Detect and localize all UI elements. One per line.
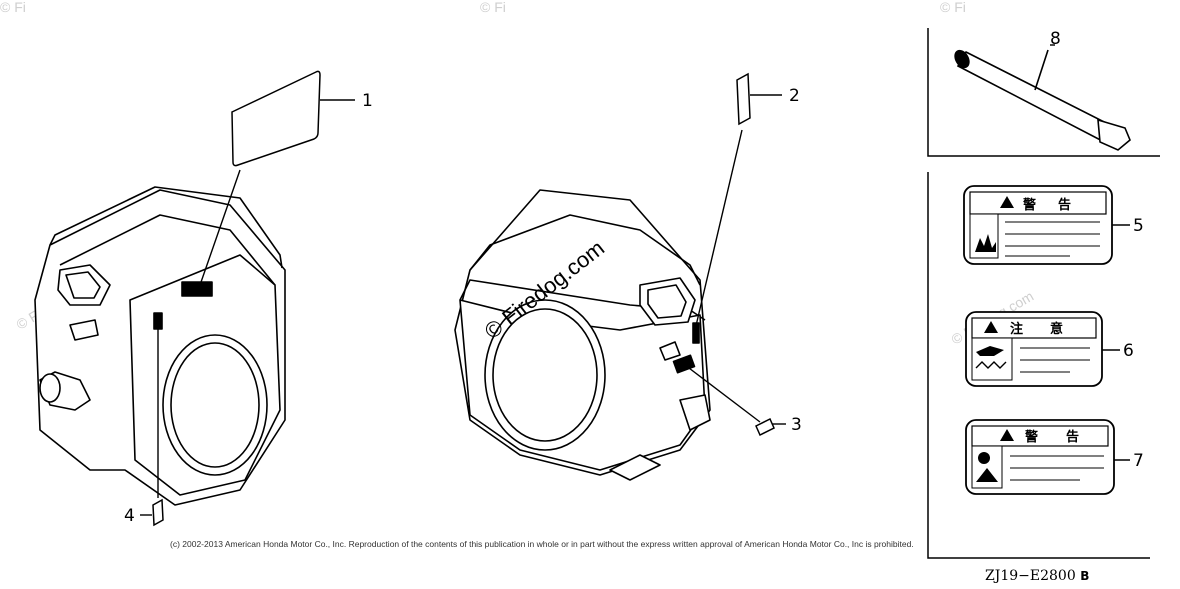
frame-lines bbox=[927, 28, 1160, 559]
hand-burn-icon bbox=[976, 346, 1004, 356]
exhaust-hazard-icon bbox=[978, 452, 990, 464]
watermark-faint-1: © Fi bbox=[0, 0, 26, 15]
tool-part-8 bbox=[954, 49, 1131, 151]
callout-4: 4 bbox=[124, 506, 135, 526]
diagram-code-main: ZJ19−E2800 bbox=[985, 568, 1076, 584]
alert-triangle-icon bbox=[1000, 196, 1014, 208]
fire-icon bbox=[975, 234, 996, 252]
diagram-code: ZJ19−E2800 B bbox=[985, 568, 1089, 584]
leader-lines bbox=[140, 44, 1130, 516]
watermark-faint-3: © Fi bbox=[940, 0, 966, 15]
callout-5: 5 bbox=[1133, 216, 1144, 236]
diagram-code-suffix: B bbox=[1080, 569, 1090, 583]
callout-8: 8 bbox=[1050, 29, 1061, 49]
label-5-kanji-1: 警 bbox=[1023, 197, 1036, 213]
alert-triangle-icon bbox=[1000, 429, 1014, 441]
label-5-kanji-2: 告 bbox=[1058, 197, 1071, 213]
label-6-kanji-2: 意 bbox=[1050, 321, 1063, 337]
label-6-kanji-1: 注 bbox=[1010, 321, 1023, 337]
alert-triangle-icon bbox=[984, 321, 998, 333]
warning-label-5: 警 告 bbox=[963, 185, 1113, 265]
engine-left bbox=[34, 186, 286, 506]
caution-label-6: 注 意 bbox=[965, 311, 1103, 387]
label-sticker-3 bbox=[755, 417, 775, 437]
label-7-kanji-2: 告 bbox=[1066, 429, 1079, 445]
warning-label-7: 警 告 bbox=[965, 419, 1115, 495]
label-sticker-4 bbox=[152, 498, 164, 527]
engine-right bbox=[454, 189, 711, 481]
label-7-kanji-1: 警 bbox=[1025, 429, 1038, 445]
watermark-faint-2: © Fi bbox=[480, 0, 506, 15]
callout-1: 1 bbox=[362, 91, 373, 111]
callout-2: 2 bbox=[789, 86, 800, 106]
callout-3: 3 bbox=[791, 415, 802, 435]
callout-6: 6 bbox=[1123, 341, 1134, 361]
label-sticker-1 bbox=[231, 70, 321, 167]
callout-7: 7 bbox=[1133, 451, 1144, 471]
copyright-notice: (c) 2002-2013 American Honda Motor Co., … bbox=[170, 539, 914, 549]
callout-numbers: 1 2 3 4 5 6 7 8 bbox=[124, 29, 1144, 526]
label-sticker-2 bbox=[736, 72, 751, 126]
